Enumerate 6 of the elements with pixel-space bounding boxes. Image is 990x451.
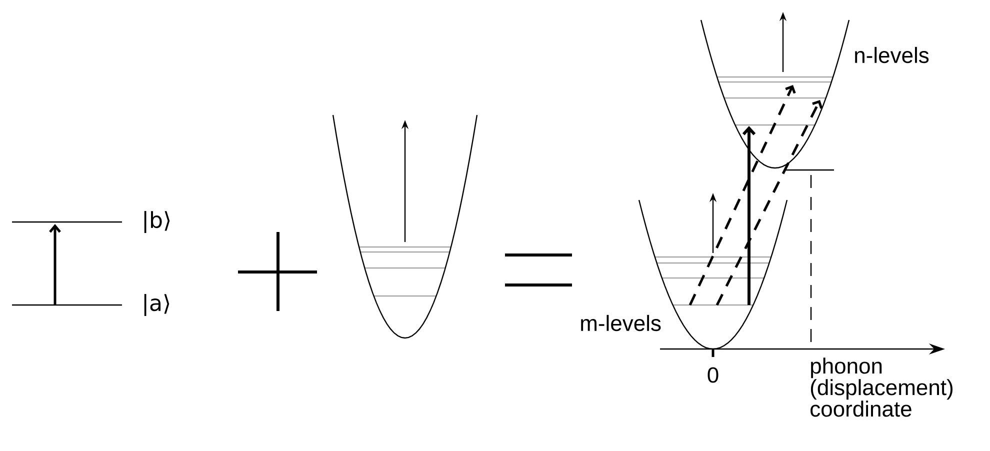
tick-label: 0 <box>708 367 718 383</box>
level-label: n-levels <box>855 46 929 64</box>
state-label: |a⟩ <box>144 294 170 316</box>
state-label: |b⟩ <box>144 211 170 233</box>
axis-label: phonon (displacement) coordinate <box>810 358 952 417</box>
level-label: m-levels <box>581 314 661 332</box>
